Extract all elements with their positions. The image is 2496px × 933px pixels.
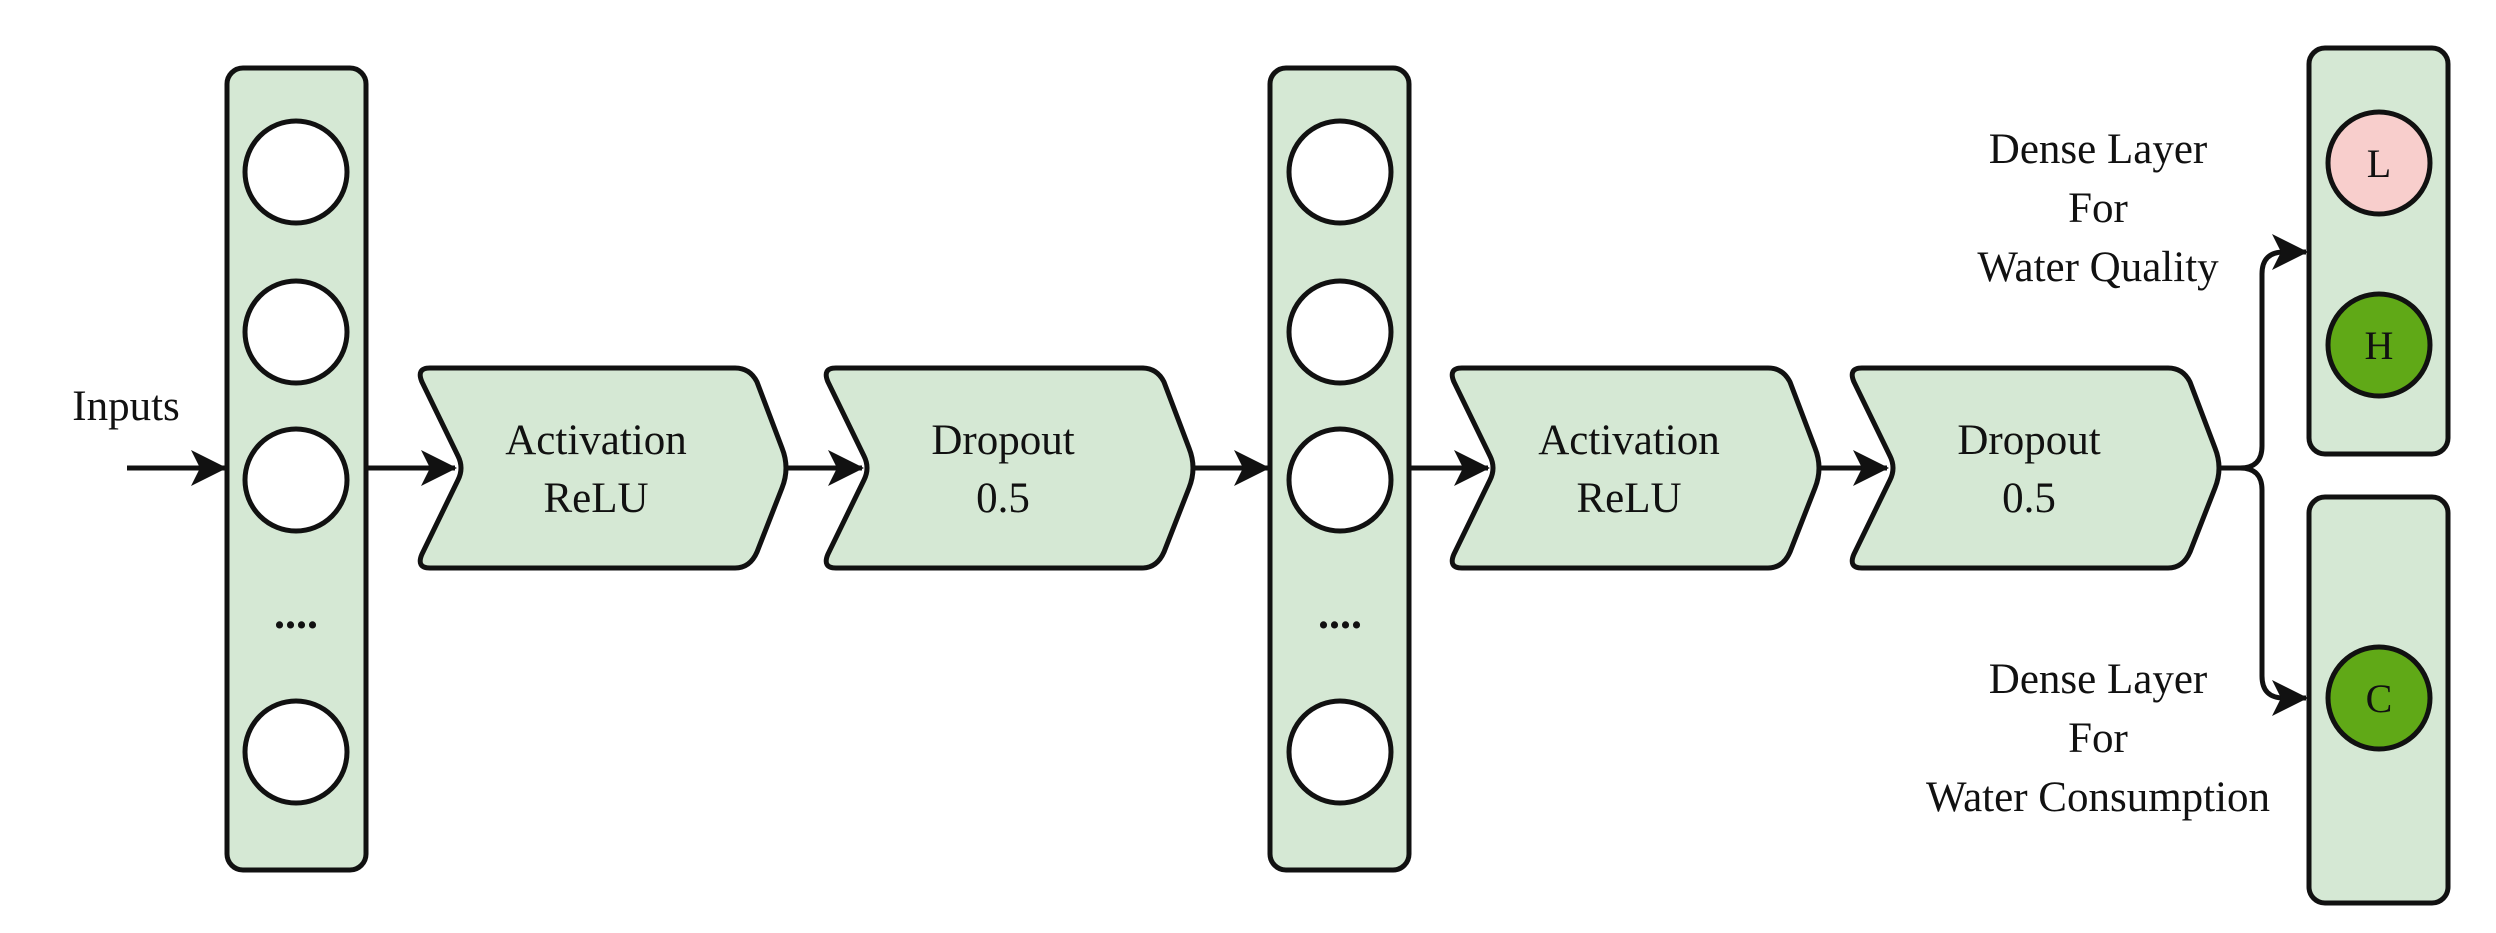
activation-block-1-shape — [417, 365, 789, 571]
dropout-1-name: Dropout — [931, 417, 1074, 464]
water-quality-output-layer: L H — [2306, 45, 2451, 457]
neuron — [242, 698, 350, 806]
dropout-block-2: Dropout 0.5 — [1849, 365, 2222, 571]
dropout-2-name: Dropout — [1957, 417, 2100, 464]
water-consumption-label-line-3: Water Consumption — [1926, 774, 2270, 821]
neuron-ellipsis: .... — [1318, 589, 1362, 638]
activation-2-name: Activation — [1538, 417, 1720, 464]
water-quality-label: Dense Layer For Water Quality — [1977, 126, 2219, 291]
water-consumption-label-line-1: Dense Layer — [1989, 656, 2207, 703]
water-quality-label-line-1: Dense Layer — [1989, 126, 2207, 173]
neuron — [1286, 118, 1394, 226]
neuron — [242, 118, 350, 226]
water-quality-label-line-3: Water Quality — [1977, 244, 2219, 291]
activation-block-1: Activation ReLU — [417, 365, 789, 571]
output-node-low-label: L — [2367, 141, 2391, 186]
hidden-layer-1: .... — [224, 65, 369, 873]
activation-block-2-shape — [1449, 365, 1822, 571]
water-quality-label-line-2: For — [2068, 185, 2128, 232]
output-node-consumption-label: C — [2366, 676, 2393, 721]
water-consumption-label-line-2: For — [2068, 715, 2128, 762]
neuron — [1286, 278, 1394, 386]
output-branch-connector — [2219, 234, 2308, 716]
water-consumption-label: Dense Layer For Water Consumption — [1926, 656, 2270, 821]
neuron-ellipsis: .... — [274, 589, 318, 638]
hidden-layer-2: .... — [1267, 65, 1412, 873]
dropout-1-rate: 0.5 — [976, 475, 1030, 522]
neuron — [242, 426, 350, 534]
activation-1-name: Activation — [505, 417, 687, 464]
neuron — [242, 278, 350, 386]
dropout-2-rate: 0.5 — [2002, 475, 2056, 522]
activation-block-2: Activation ReLU — [1449, 365, 1822, 571]
activation-1-type: ReLU — [543, 475, 648, 522]
neuron — [1286, 426, 1394, 534]
inputs-label: Inputs — [72, 383, 180, 430]
activation-2-type: ReLU — [1576, 475, 1681, 522]
output-node-consumption — [2325, 644, 2433, 752]
neuron — [1286, 698, 1394, 806]
water-consumption-output-layer: C — [2306, 494, 2451, 906]
dropout-block-1-shape — [823, 365, 1196, 571]
dropout-block-1: Dropout 0.5 — [823, 365, 1196, 571]
output-node-high — [2325, 291, 2433, 399]
output-node-high-label: H — [2365, 323, 2394, 368]
dropout-block-2-shape — [1849, 365, 2222, 571]
output-node-low — [2325, 109, 2433, 217]
